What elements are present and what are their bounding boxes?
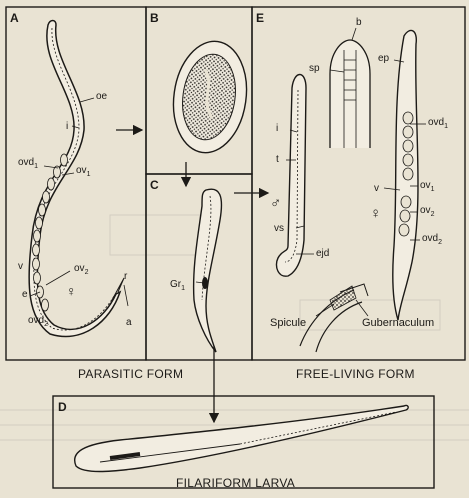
panel-letter-d: D bbox=[58, 401, 67, 413]
label-ovd1-a: ovd1 bbox=[18, 158, 38, 168]
panel-a-frame bbox=[6, 7, 146, 360]
label-gr: Gr1 bbox=[170, 280, 185, 290]
parasitic-female-worm bbox=[29, 21, 128, 337]
caption-filariform-larva: FILARIFORM LARVA bbox=[176, 477, 295, 489]
free-living-female bbox=[384, 30, 426, 320]
panel-letter-b: B bbox=[150, 12, 159, 24]
panel-letter-e: E bbox=[256, 12, 264, 24]
label-male: ♂ bbox=[270, 196, 281, 211]
label-gubernaculum: Gubernaculum bbox=[362, 318, 434, 329]
label-female-a: ♀ bbox=[66, 284, 77, 298]
label-a: a bbox=[126, 318, 132, 328]
label-i-e: i bbox=[276, 124, 278, 134]
label-ovd2-a: ovd2 bbox=[28, 316, 48, 326]
label-ov1-e: ov1 bbox=[420, 181, 434, 191]
label-v-e: v bbox=[374, 184, 379, 194]
free-living-male bbox=[276, 75, 314, 277]
panel-letter-c: C bbox=[150, 179, 159, 191]
label-vs: vs bbox=[274, 224, 284, 234]
caption-parasitic-form: PARASITIC FORM bbox=[78, 368, 183, 380]
label-sp: sp bbox=[309, 64, 320, 74]
label-ejd: ejd bbox=[316, 249, 329, 259]
label-t: t bbox=[276, 155, 279, 165]
label-ov1-a: ov1 bbox=[76, 166, 90, 176]
label-ovd2-e: ovd2 bbox=[422, 234, 442, 244]
label-ovd1-e: ovd1 bbox=[428, 118, 448, 128]
caption-free-living-form: FREE-LIVING FORM bbox=[296, 368, 415, 380]
label-ov2-a: ov2 bbox=[74, 264, 88, 274]
label-female-e: ♀ bbox=[370, 206, 381, 221]
rhabditiform-larva bbox=[194, 189, 222, 352]
label-oe: oe bbox=[96, 92, 107, 102]
head-close-up bbox=[330, 28, 370, 148]
label-v-a: v bbox=[18, 262, 23, 272]
label-r: r bbox=[124, 272, 127, 282]
panel-letter-a: A bbox=[10, 12, 19, 24]
egg bbox=[167, 37, 254, 158]
label-i-a: i bbox=[66, 122, 68, 132]
label-b: b bbox=[356, 18, 362, 28]
label-e: e bbox=[22, 290, 28, 300]
spicule-detail bbox=[300, 284, 368, 352]
label-ep: ep bbox=[378, 54, 389, 64]
label-spicule: Spicule bbox=[270, 318, 306, 329]
label-ov2-e: ov2 bbox=[420, 206, 434, 216]
filariform-larva bbox=[75, 405, 409, 471]
